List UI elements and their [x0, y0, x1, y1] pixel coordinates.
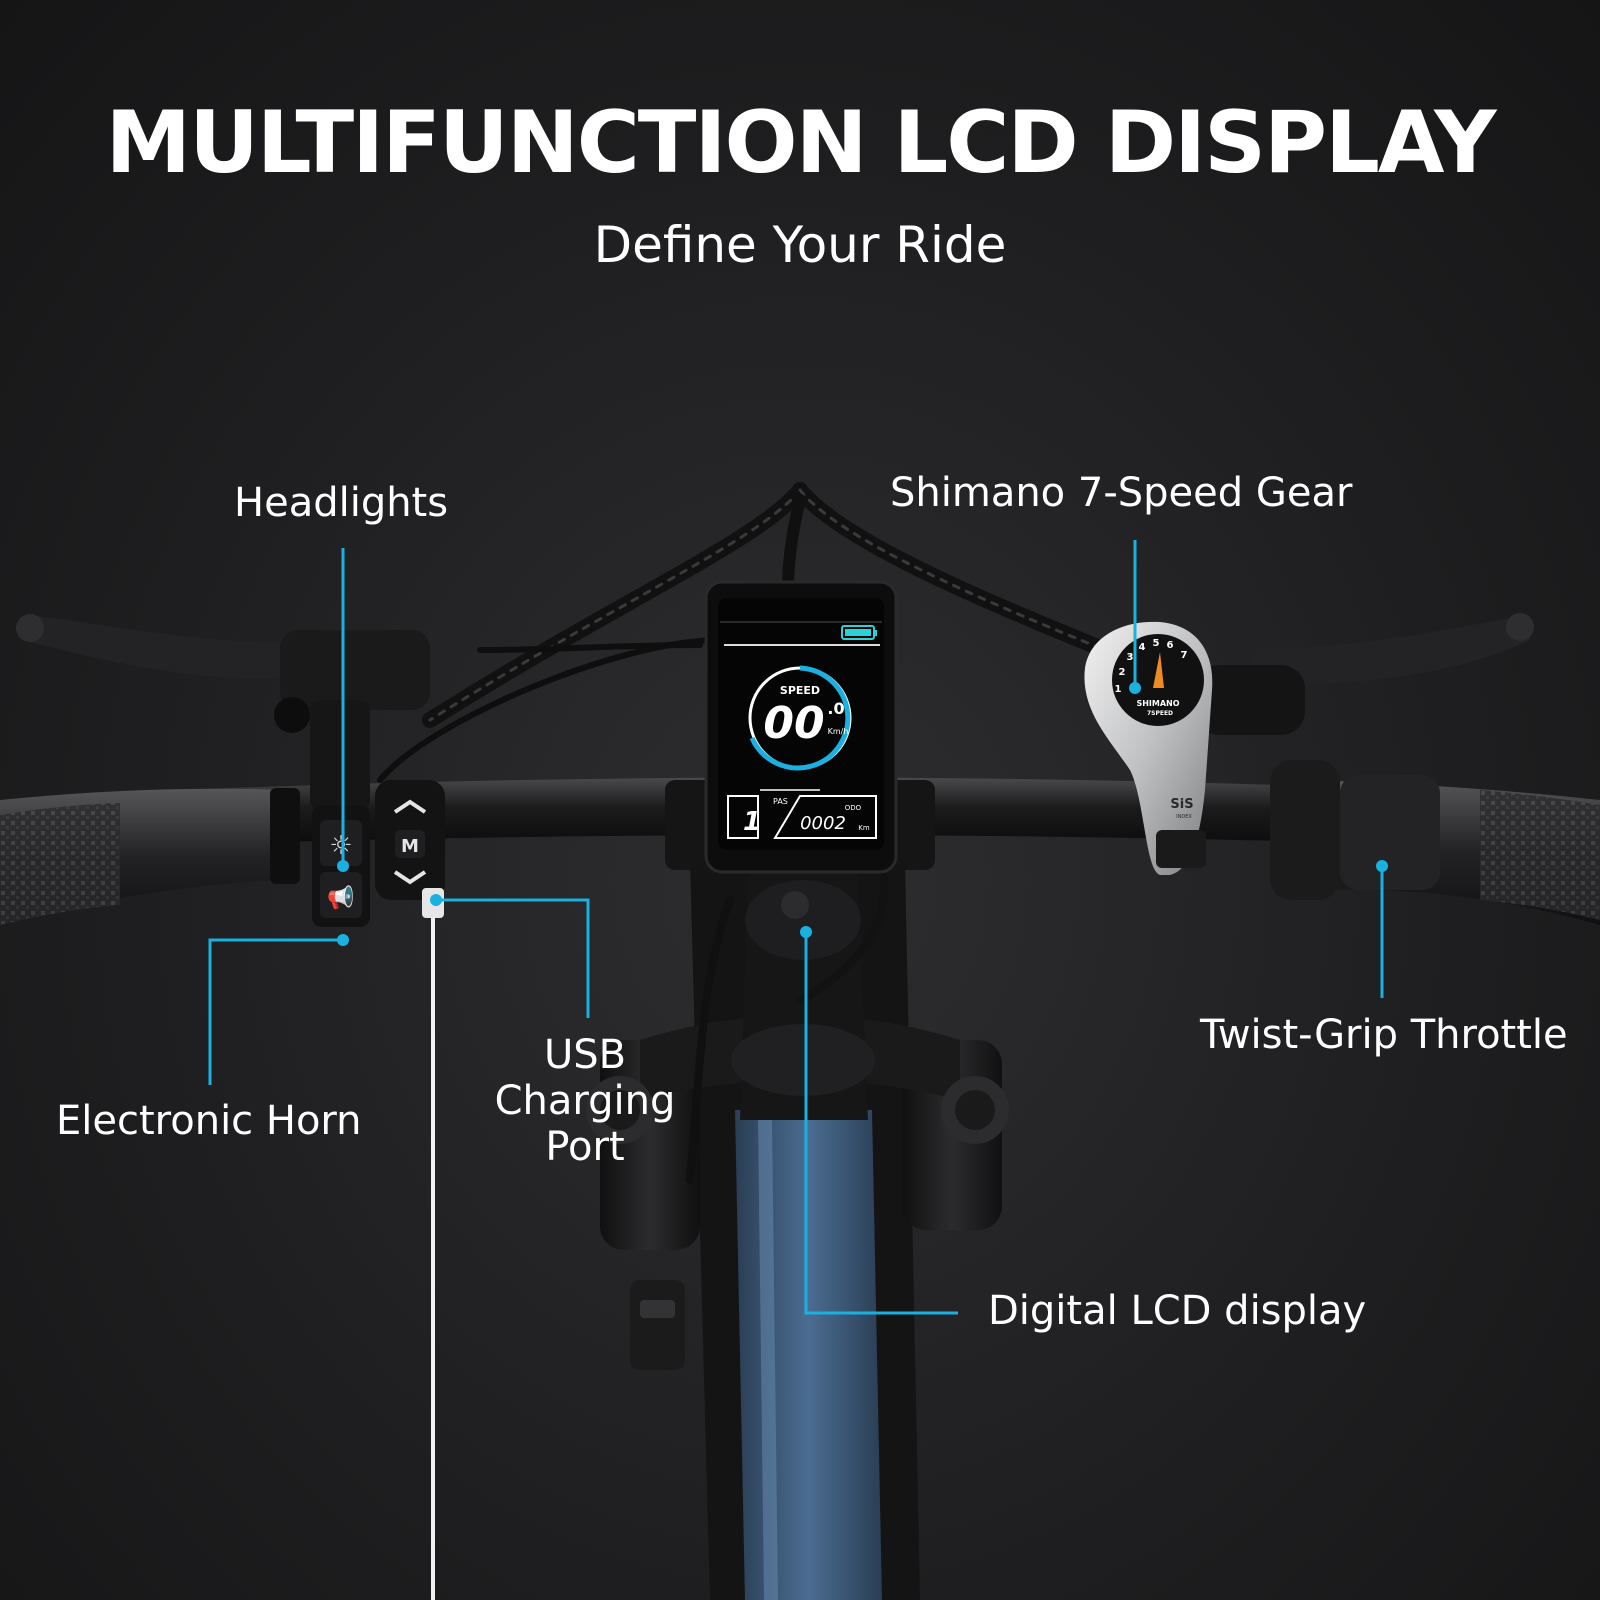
shifter-brand: SHIMANO — [1136, 699, 1179, 708]
svg-text:7: 7 — [1181, 650, 1188, 661]
down-arrow-icon[interactable] — [393, 870, 427, 885]
right-grip — [1270, 760, 1600, 925]
svg-text:3: 3 — [1127, 652, 1134, 663]
headlight-icon[interactable]: ☼ — [329, 831, 352, 861]
callout-usb-port: USB Charging Port — [494, 1032, 676, 1170]
speed-unit: Km/h — [828, 727, 849, 736]
cables — [377, 482, 1138, 1184]
mode-button-bg[interactable] — [395, 830, 425, 858]
callout-twist-throttle: Twist-Grip Throttle — [1200, 1012, 1568, 1058]
usb-cable — [422, 888, 444, 1600]
callout-shimano-gear: Shimano 7-Speed Gear — [890, 470, 1353, 516]
shifter-model: 7SPEED — [1147, 710, 1173, 717]
svg-text:6: 6 — [1167, 640, 1174, 651]
pas-label: PAS — [773, 797, 788, 806]
callout-dots — [337, 682, 1388, 946]
pas-value: 1 — [743, 807, 761, 837]
left-grip — [0, 788, 300, 925]
battery-icon — [841, 625, 877, 640]
leader-horn — [208, 938, 343, 1085]
lcd-display-unit: SPEED 00 .0 Km/h PAS 1 ODO 0002 Km — [704, 580, 898, 874]
page-title: MULTIFUNCTION LCD DISPLAY — [105, 93, 1497, 193]
svg-text:4: 4 — [1139, 642, 1146, 653]
odo-label: ODO — [845, 804, 862, 812]
callout-headlights: Headlights — [234, 480, 449, 526]
callout-electronic-horn: Electronic Horn — [56, 1098, 362, 1144]
speed-decimal: .0 — [827, 699, 844, 718]
speed-value: 00 — [763, 698, 824, 749]
right-brake-lever — [1195, 613, 1534, 735]
svg-text:1: 1 — [1115, 684, 1122, 695]
svg-text:2: 2 — [1119, 667, 1126, 678]
leader-usb — [436, 898, 590, 1018]
speed-gauge — [748, 665, 852, 771]
up-arrow-icon[interactable] — [393, 799, 427, 814]
svg-text:5: 5 — [1153, 638, 1160, 649]
shift-button[interactable] — [1156, 830, 1206, 868]
page-subtitle: Define Your Ride — [593, 216, 1007, 274]
sis-logo: SiS — [1170, 797, 1193, 812]
horn-icon[interactable]: 📢 — [327, 885, 354, 911]
display-control-pad: M — [375, 780, 445, 900]
callout-digital-lcd: Digital LCD display — [988, 1288, 1367, 1334]
gear-indicator-numbers: 1 2 3 4 5 6 7 — [1115, 638, 1188, 695]
sis-index-label: INDEX — [1176, 814, 1192, 820]
odo-unit: Km — [858, 824, 870, 832]
mode-button[interactable]: M — [401, 836, 419, 857]
gear-needle — [1153, 652, 1164, 688]
speed-label: SPEED — [780, 684, 820, 697]
left-brake-lever — [16, 614, 430, 810]
leader-lcd — [804, 932, 958, 1315]
odo-value: 0002 — [800, 813, 846, 834]
callout-leaders — [208, 540, 1384, 1315]
